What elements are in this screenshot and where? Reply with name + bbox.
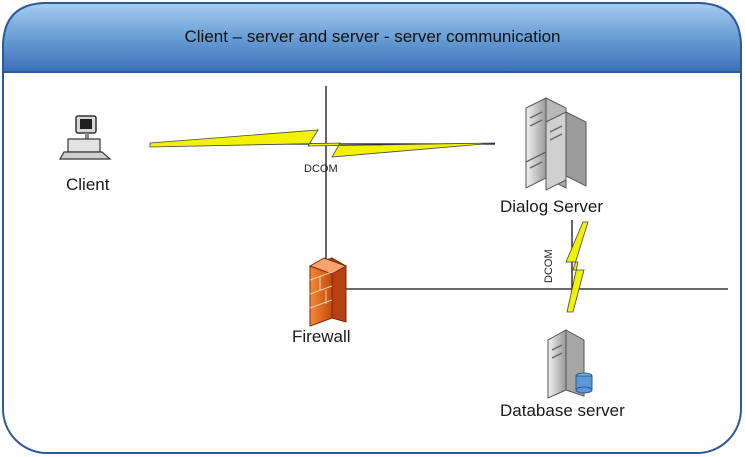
database-server-label: Database server (500, 401, 625, 420)
dialog-server-label: Dialog Server (500, 197, 603, 216)
lightning-bolt-icon (149, 129, 496, 158)
firewall-icon (308, 257, 348, 327)
title-header (2, 2, 742, 73)
dcom-link-label: DCOM (304, 163, 338, 175)
database-server-icon (547, 329, 593, 399)
firewall-label: Firewall (292, 327, 351, 346)
diagram-title: Client – server and server - server comm… (184, 27, 561, 46)
desktop-computer-icon (58, 115, 112, 160)
client-label: Client (66, 175, 110, 194)
lightning-bolt-icon (565, 221, 589, 313)
dcom-link-label: DCOM (543, 249, 555, 283)
server-cluster-icon (525, 97, 587, 191)
